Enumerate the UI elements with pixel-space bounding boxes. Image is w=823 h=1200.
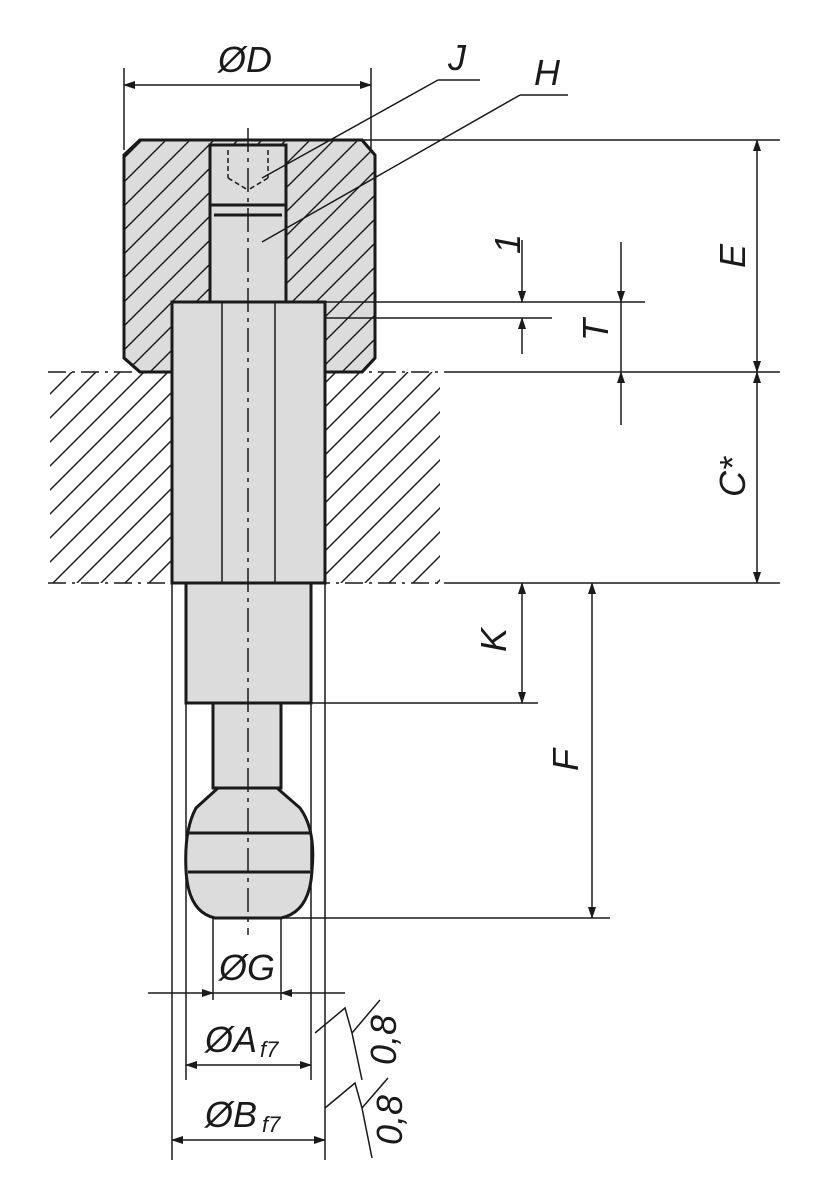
hatch-line — [507, 138, 744, 375]
dimension-C: C* — [712, 371, 761, 584]
label-B: ØB — [204, 1094, 257, 1135]
dimension-1: 1 — [487, 234, 528, 354]
hatch-line — [50, 372, 97, 419]
label-rough-A: 0,8 — [363, 1015, 404, 1065]
hatch-line — [0, 138, 120, 375]
label-E: E — [712, 243, 753, 268]
hatch-line — [124, 140, 145, 372]
hatch-line — [485, 372, 696, 583]
base-section — [0, 371, 816, 584]
hatch-line — [50, 372, 121, 443]
hatch-line — [581, 372, 792, 583]
label-F: F — [545, 747, 586, 771]
dimension-T: T — [575, 242, 625, 425]
leader-J: J — [261, 37, 480, 179]
label-C: C* — [712, 456, 753, 497]
hatch-line — [412, 555, 440, 583]
head-section — [0, 138, 744, 375]
hatch-line — [605, 372, 816, 583]
hatch-line — [316, 459, 440, 583]
hatch-line — [509, 372, 720, 583]
hatch-line — [461, 372, 672, 583]
dimension-B: ØB f7 — [171, 1094, 326, 1144]
roughness-symbol-A: 0,8 — [314, 999, 404, 1081]
hatch-line — [124, 140, 241, 372]
hatch-line — [290, 140, 375, 372]
label-K: K — [473, 626, 514, 652]
hatch-line — [124, 140, 217, 372]
hatch-line — [50, 372, 169, 491]
label-G: ØG — [218, 947, 275, 988]
label-A-tolerance: f7 — [260, 1037, 279, 1062]
dimension-G: ØG — [148, 947, 345, 997]
roughness-symbol-B: 0,8 — [324, 1077, 410, 1159]
extension-lines — [281, 139, 780, 919]
label-1: 1 — [487, 234, 528, 254]
hatch-line — [362, 140, 375, 372]
label-D: ØD — [217, 39, 272, 80]
hatch-line — [364, 507, 440, 583]
hatch-line — [436, 579, 440, 583]
label-H: H — [534, 52, 561, 93]
hatch-line — [292, 435, 440, 583]
dimension-F: F — [545, 582, 596, 919]
hatch-line — [50, 372, 145, 467]
dimension-D: ØD — [123, 39, 372, 150]
hatch-line — [340, 483, 440, 583]
label-B-tolerance: f7 — [262, 1112, 281, 1137]
hatch-line — [0, 372, 48, 583]
label-T: T — [575, 316, 616, 341]
pin-body — [170, 128, 327, 935]
dimension-K: K — [473, 582, 526, 704]
hatch-line — [124, 140, 169, 372]
leader-H: H — [261, 52, 568, 243]
hatch-line — [435, 138, 672, 375]
label-J: J — [447, 37, 467, 78]
dimension-E: E — [712, 139, 761, 373]
hatch-line — [314, 140, 375, 372]
label-rough-B: 0,8 — [369, 1095, 410, 1145]
label-A: ØA — [204, 1019, 257, 1060]
dimension-A: ØA f7 — [185, 1019, 312, 1069]
hatch-line — [388, 531, 440, 583]
hatch-line — [50, 372, 193, 515]
bottom-extension-lines — [171, 583, 326, 1160]
hatch-line — [124, 140, 193, 372]
